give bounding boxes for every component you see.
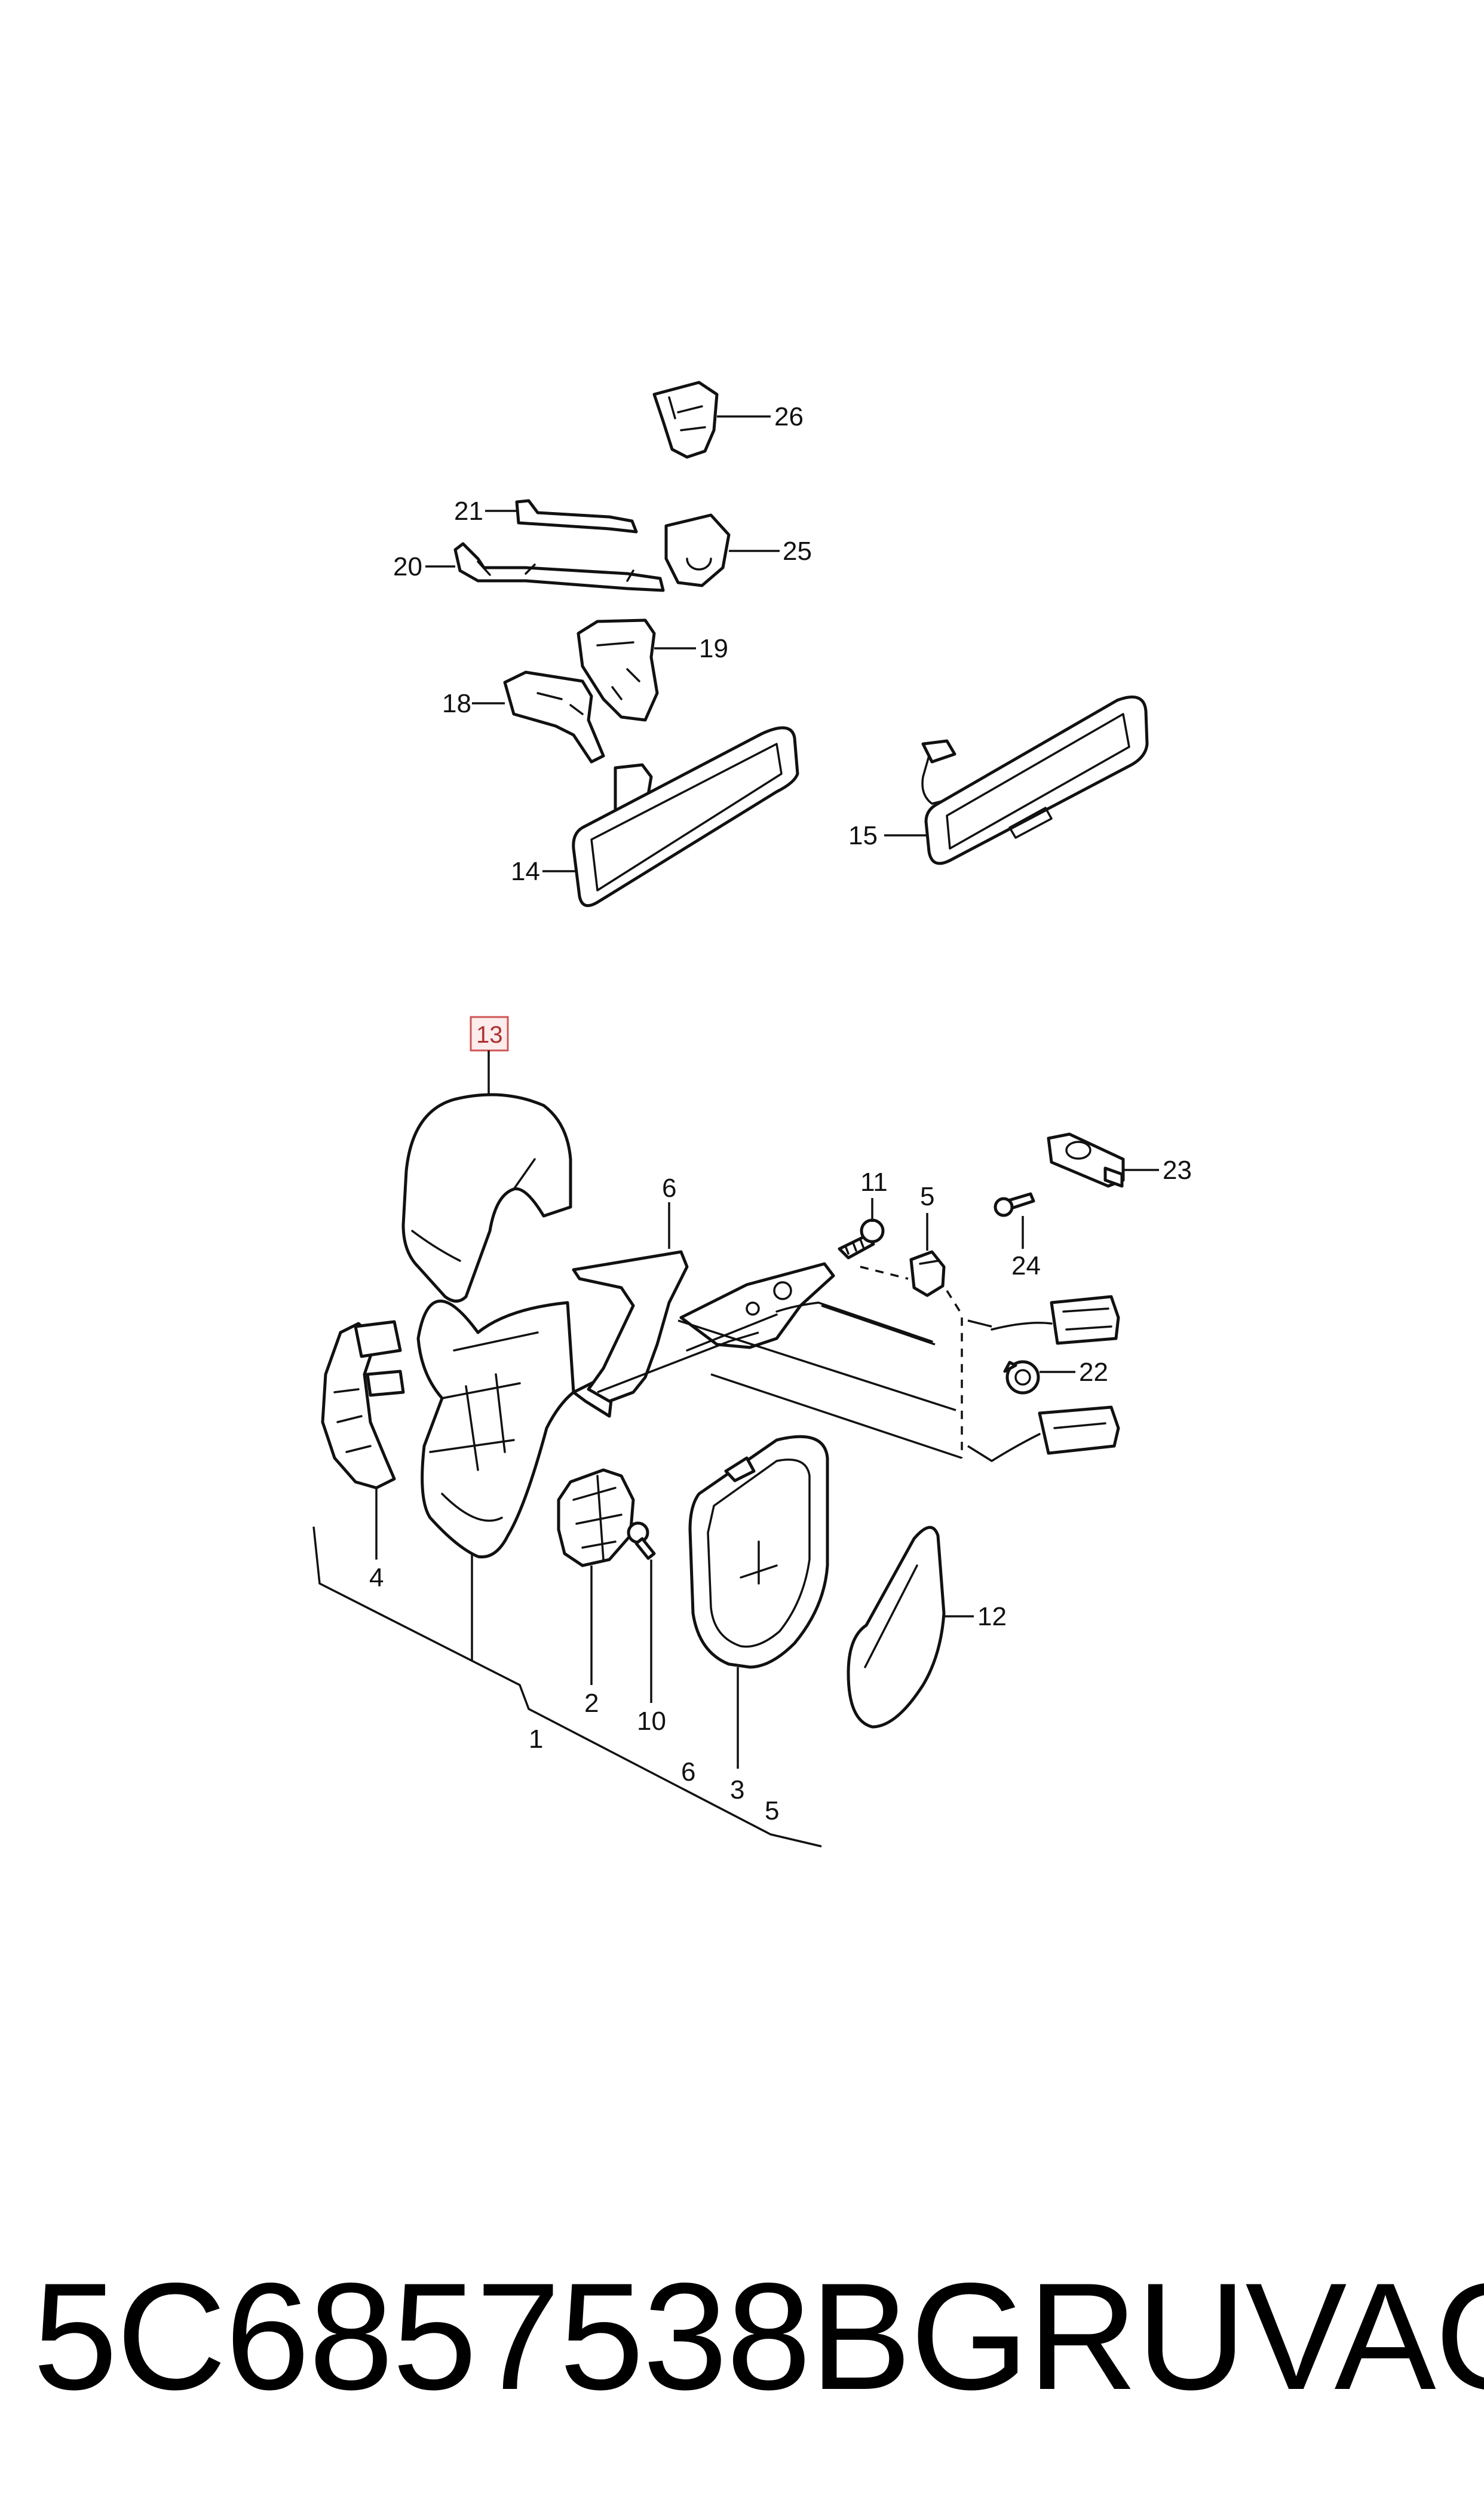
callout-24: 24 (1011, 1251, 1041, 1281)
callout-14: 14 (511, 857, 540, 886)
callout-15: 15 (848, 821, 878, 850)
part-number: 5C6857538BGRU (33, 2251, 1246, 2422)
part-24-screw[interactable] (994, 1192, 1035, 1217)
part-number-caption: 5C6857538BGRU VAG (0, 2247, 1484, 2426)
mount-bracket[interactable] (679, 1262, 936, 1352)
callout-1: 1 (529, 1724, 543, 1754)
callout-2: 2 (584, 1689, 599, 1718)
callout-25: 25 (783, 537, 812, 566)
brand-name: VAG (1245, 2251, 1484, 2422)
callout-21: 21 (454, 497, 483, 526)
callout-5-upper: 5 (920, 1182, 934, 1211)
callout-6-lower: 6 (681, 1757, 695, 1787)
callout-18: 18 (442, 689, 471, 718)
part-19-housing-cover[interactable] (577, 618, 659, 722)
part-20-wiring-trim[interactable] (453, 542, 665, 592)
callout-12: 12 (977, 1602, 1007, 1631)
callout-13: 13 (476, 1022, 503, 1048)
callout-5-lower: 5 (765, 1796, 779, 1825)
part-4-wiring-harness[interactable] (321, 1320, 405, 1490)
part-6-base-cover[interactable] (572, 1250, 689, 1403)
connector-lower[interactable] (991, 1405, 1120, 1462)
part-14-rearview-mirror[interactable] (572, 726, 799, 908)
part-2-adjustment-motor[interactable] (557, 1468, 635, 1567)
part-13-mirror-cap[interactable] (401, 1093, 572, 1303)
callout-26: 26 (774, 402, 804, 431)
part-21-cover-strip[interactable] (515, 499, 638, 534)
part-23-connector-housing[interactable] (1047, 1132, 1125, 1188)
callout-19: 19 (699, 634, 728, 663)
part-12-mirror-glass[interactable] (847, 1525, 946, 1729)
callout-6-upper: 6 (662, 1174, 676, 1203)
part-26-mount-clip[interactable] (652, 381, 719, 459)
callout-13-highlight[interactable]: 13 (470, 1016, 509, 1052)
callout-3: 3 (730, 1775, 744, 1805)
callout-10: 10 (637, 1707, 666, 1736)
part-10-bolt[interactable] (627, 1521, 656, 1560)
part-25-sensor-cover[interactable] (664, 513, 731, 587)
callout-22: 22 (1079, 1358, 1108, 1387)
part-5-rubber-cap[interactable] (909, 1250, 946, 1297)
part-3-glass-carrier[interactable] (688, 1435, 829, 1669)
part-22-bulb-socket[interactable] (1003, 1360, 1040, 1395)
exploded-parts-diagram: 26 21 20 25 19 18 14 (312, 381, 1192, 1848)
part-11-bolt[interactable] (838, 1218, 885, 1260)
callout-20: 20 (393, 552, 422, 581)
callout-11: 11 (860, 1168, 888, 1197)
part-18-mount-cover[interactable] (503, 670, 605, 764)
callout-4: 4 (369, 1563, 384, 1592)
connector-upper[interactable] (991, 1295, 1120, 1345)
part-15-auto-dimming-mirror[interactable] (921, 695, 1149, 865)
callout-23: 23 (1163, 1156, 1192, 1185)
